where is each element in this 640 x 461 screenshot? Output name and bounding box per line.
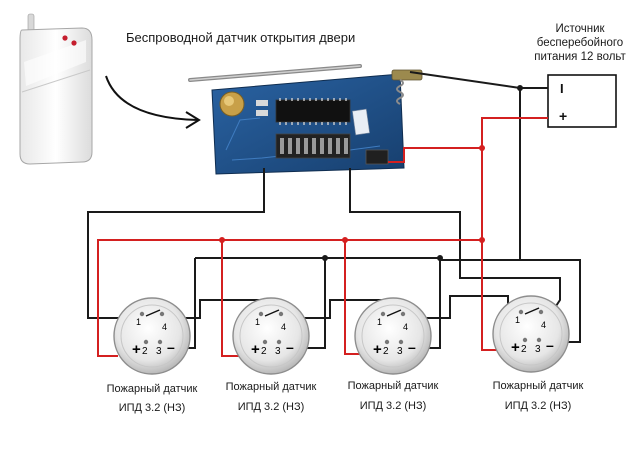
terminal-3-label: 3 (397, 346, 403, 357)
terminal-4-label: 4 (162, 322, 167, 332)
board-terminal (365, 149, 389, 165)
chip (275, 99, 351, 123)
terminal-1-label: 1 (515, 315, 520, 325)
detector-name: Пожарный датчик (106, 383, 198, 395)
detector-name: Пожарный датчик (225, 381, 317, 393)
detector-model: ИПД 3.2 (НЗ) (359, 400, 427, 412)
minus-label: – (286, 339, 294, 355)
red-wires (97, 117, 548, 357)
plus-label: + (373, 341, 382, 358)
terminal-2-label: 2 (261, 346, 267, 357)
psu-title: Источник бесперебойного питания 12 вольт (534, 23, 626, 63)
terminal-2-label: 2 (521, 344, 527, 355)
minus-label: – (167, 339, 175, 355)
terminal-2-label: 2 (142, 346, 148, 357)
plus-label: + (511, 339, 520, 356)
terminal-2-label: 2 (383, 346, 389, 357)
psu-plus-label: + (559, 108, 567, 124)
minus-label: – (408, 339, 416, 355)
terminal-3-label: 3 (535, 344, 541, 355)
terminal-1-label: 1 (377, 317, 382, 327)
terminal-3-label: 3 (275, 346, 281, 357)
terminal-1-label: 1 (255, 317, 260, 327)
terminal-1-label: 1 (136, 317, 141, 327)
psu-minus-label: I (560, 81, 564, 96)
led-icon (71, 40, 77, 46)
sensor-title: Беспроводной датчик открытия двери (126, 30, 356, 45)
detector-model: ИПД 3.2 (НЗ) (504, 400, 572, 412)
terminal-4-label: 4 (541, 320, 546, 330)
detector-name: Пожарный датчик (492, 380, 584, 392)
minus-label: – (546, 337, 554, 353)
pointer-arrow (105, 75, 201, 129)
fire-detector: 1 4 + 2 3 – (113, 297, 191, 375)
plus-label: + (251, 341, 260, 358)
terminal-4-label: 4 (281, 322, 286, 332)
receiver-board (188, 64, 423, 175)
spring-icon (396, 79, 404, 105)
detector-model: ИПД 3.2 (НЗ) (118, 402, 186, 414)
fire-detector: 1 4 + 2 3 – (354, 297, 432, 375)
terminal-4-label: 4 (403, 322, 408, 332)
fire-detector: 1 4 + 2 3 – (492, 295, 570, 373)
led-icon (62, 35, 68, 41)
fire-detector: 1 4 + 2 3 – (232, 297, 310, 375)
detector-model: ИПД 3.2 (НЗ) (237, 401, 305, 413)
detector-name: Пожарный датчик (347, 380, 439, 392)
terminal-3-label: 3 (156, 346, 162, 357)
plus-label: + (132, 341, 141, 358)
psu-box (547, 74, 617, 128)
wireless-door-sensor (19, 13, 93, 165)
